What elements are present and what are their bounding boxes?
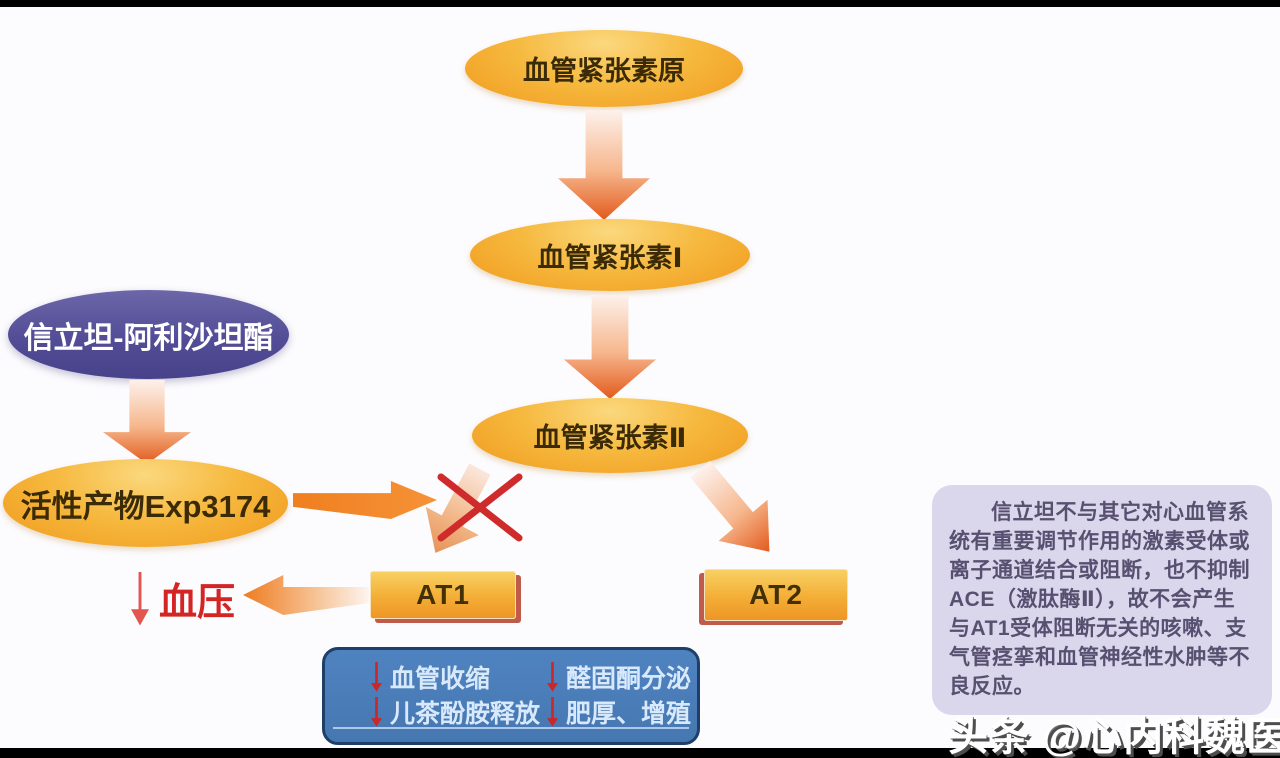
node-drug: 信立坦-阿利沙坦酯 xyxy=(8,290,289,379)
node-angiotensin-2-label: 血管紧张素Ⅱ xyxy=(533,423,687,453)
safety-note-text: 信立坦不与其它对心血管系统有重要调节作用的激素受体或离子通道结合或阻断，也不抑制… xyxy=(949,501,1250,698)
node-angiotensin-2: 血管紧张素Ⅱ xyxy=(472,398,748,473)
node-angiotensin-1-label: 血管紧张素Ⅰ xyxy=(537,242,683,273)
divider xyxy=(333,727,689,729)
effect-item-aldosterone: 醛固酮分泌 xyxy=(547,661,697,693)
blood-pressure-result: 血压 xyxy=(131,571,235,626)
effect-item-vasoconstriction: 血管收缩 xyxy=(371,661,547,693)
flow-arrow-down-icon xyxy=(103,380,191,464)
decrease-arrow-icon xyxy=(371,661,382,692)
node-at2-receptor: AT2 xyxy=(704,569,848,621)
at2-label: AT2 xyxy=(749,579,803,610)
blood-pressure-label: 血压 xyxy=(159,582,236,624)
decrease-arrow-icon xyxy=(371,696,382,727)
angiotensin2-to-at1-arrow-icon xyxy=(409,455,507,567)
block-action-arrow-icon xyxy=(293,481,437,519)
effect-label: 醛固酮分泌 xyxy=(566,664,692,693)
node-angiotensinogen: 血管紧张素原 xyxy=(465,30,743,107)
at1-to-bp-arrow-icon xyxy=(243,575,369,615)
flow-arrow-down-icon xyxy=(558,110,650,220)
decrease-arrow-icon xyxy=(547,661,558,692)
decrease-arrow-icon xyxy=(547,696,558,727)
safety-note-box: 信立坦不与其它对心血管系统有重要调节作用的激素受体或离子通道结合或阻断，也不抑制… xyxy=(932,485,1272,715)
effects-grid: 血管收缩 醛固酮分泌 儿茶酚胺释放 肥厚、增殖 xyxy=(325,650,697,728)
node-angiotensinogen-label: 血管紧张素原 xyxy=(523,56,685,86)
node-active-product-label: 活性产物Exp3174 xyxy=(20,488,271,524)
watermark-text: 头条 @心内科魏医师 xyxy=(948,715,1280,758)
node-angiotensin-1: 血管紧张素Ⅰ xyxy=(470,219,750,291)
effect-item-hypertrophy: 肥厚、增殖 xyxy=(547,696,697,728)
effect-item-catecholamine: 儿茶酚胺释放 xyxy=(371,696,547,728)
decrease-arrow-icon xyxy=(131,571,149,626)
node-drug-label: 信立坦-阿利沙坦酯 xyxy=(23,321,274,355)
effect-label: 儿茶酚胺释放 xyxy=(390,699,541,728)
node-active-product: 活性产物Exp3174 xyxy=(3,459,288,547)
at1-label: AT1 xyxy=(416,579,470,610)
at1-effects-panel: 血管收缩 醛固酮分泌 儿茶酚胺释放 肥厚、增殖 xyxy=(322,647,700,745)
effect-label: 肥厚、增殖 xyxy=(566,699,692,728)
angiotensin2-to-at2-arrow-icon xyxy=(675,448,793,572)
flow-arrow-down-icon xyxy=(564,295,656,399)
effect-label: 血管收缩 xyxy=(390,664,491,693)
diagram-canvas: 血管紧张素原 血管紧张素Ⅰ 血管紧张素Ⅱ 信立坦-阿利沙坦酯 活性产物Exp31… xyxy=(0,7,1280,758)
node-at1-receptor: AT1 xyxy=(370,571,516,619)
